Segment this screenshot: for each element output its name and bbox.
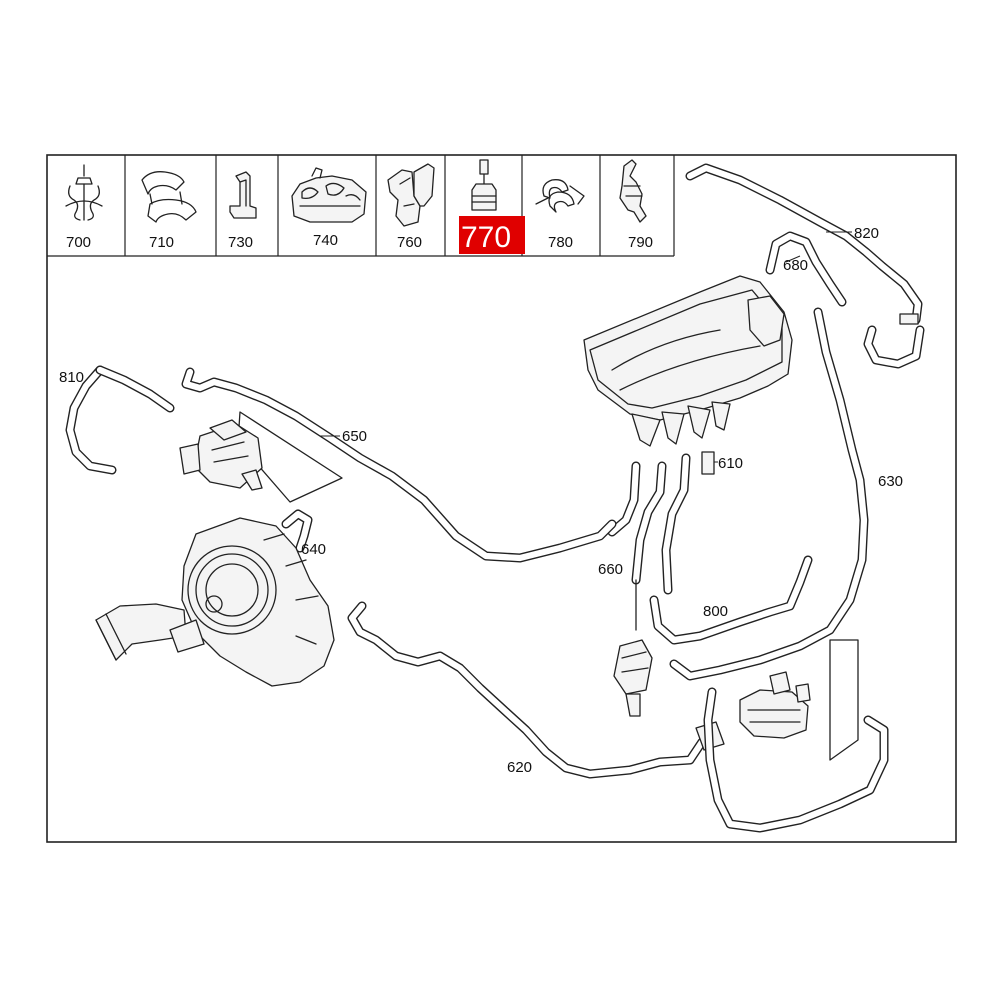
- clip-icon[interactable]: [65, 164, 103, 221]
- callout-630: 630: [878, 473, 903, 490]
- callout-620: 620: [507, 759, 532, 776]
- part-label-790: 790: [628, 234, 653, 251]
- part-label-780: 780: [548, 234, 573, 251]
- hose-620[interactable]: [347, 601, 707, 779]
- hose-640[interactable]: [281, 509, 313, 553]
- canister-module[interactable]: [583, 275, 793, 447]
- part-label-700: 700: [66, 234, 91, 251]
- hose-set-610[interactable]: [607, 451, 715, 595]
- part-label-730: 730: [228, 234, 253, 251]
- pump-assembly[interactable]: [95, 517, 335, 687]
- hose-680[interactable]: [765, 231, 925, 369]
- callout-800: 800: [703, 603, 728, 620]
- part-label-770: 770: [461, 221, 511, 254]
- header-dividers: [124, 155, 675, 256]
- diagram-frame: [46, 154, 957, 843]
- multi-clip-holder-icon[interactable]: [291, 167, 367, 223]
- hose-clamp-icon[interactable]: [535, 179, 585, 213]
- hose-lower-right[interactable]: [703, 687, 889, 833]
- callout-660: 660: [598, 561, 623, 578]
- bracket-icon[interactable]: [229, 171, 257, 219]
- valve-module[interactable]: [179, 419, 263, 491]
- callout-610: 610: [718, 455, 743, 472]
- callout-650: 650: [342, 428, 367, 445]
- plug-icon[interactable]: [471, 159, 497, 211]
- check-valve-icon[interactable]: [619, 159, 647, 223]
- hose-800[interactable]: [649, 555, 813, 645]
- callout-810: 810: [59, 369, 84, 386]
- part-label-710: 710: [149, 234, 174, 251]
- hose-630[interactable]: [669, 307, 869, 681]
- part-label-740: 740: [313, 232, 338, 249]
- holder-clip-icon[interactable]: [387, 163, 435, 227]
- highlight-box-770: [459, 216, 525, 254]
- callout-820: 820: [854, 225, 879, 242]
- double-clamp-icon[interactable]: [141, 171, 197, 223]
- part-label-760: 760: [397, 234, 422, 251]
- leader-680: [785, 255, 801, 263]
- callout-680: 680: [783, 257, 808, 274]
- solenoid-valve-660[interactable]: [613, 579, 653, 717]
- callout-640: 640: [301, 541, 326, 558]
- hose-810[interactable]: [65, 365, 175, 475]
- hose-820[interactable]: [685, 163, 923, 325]
